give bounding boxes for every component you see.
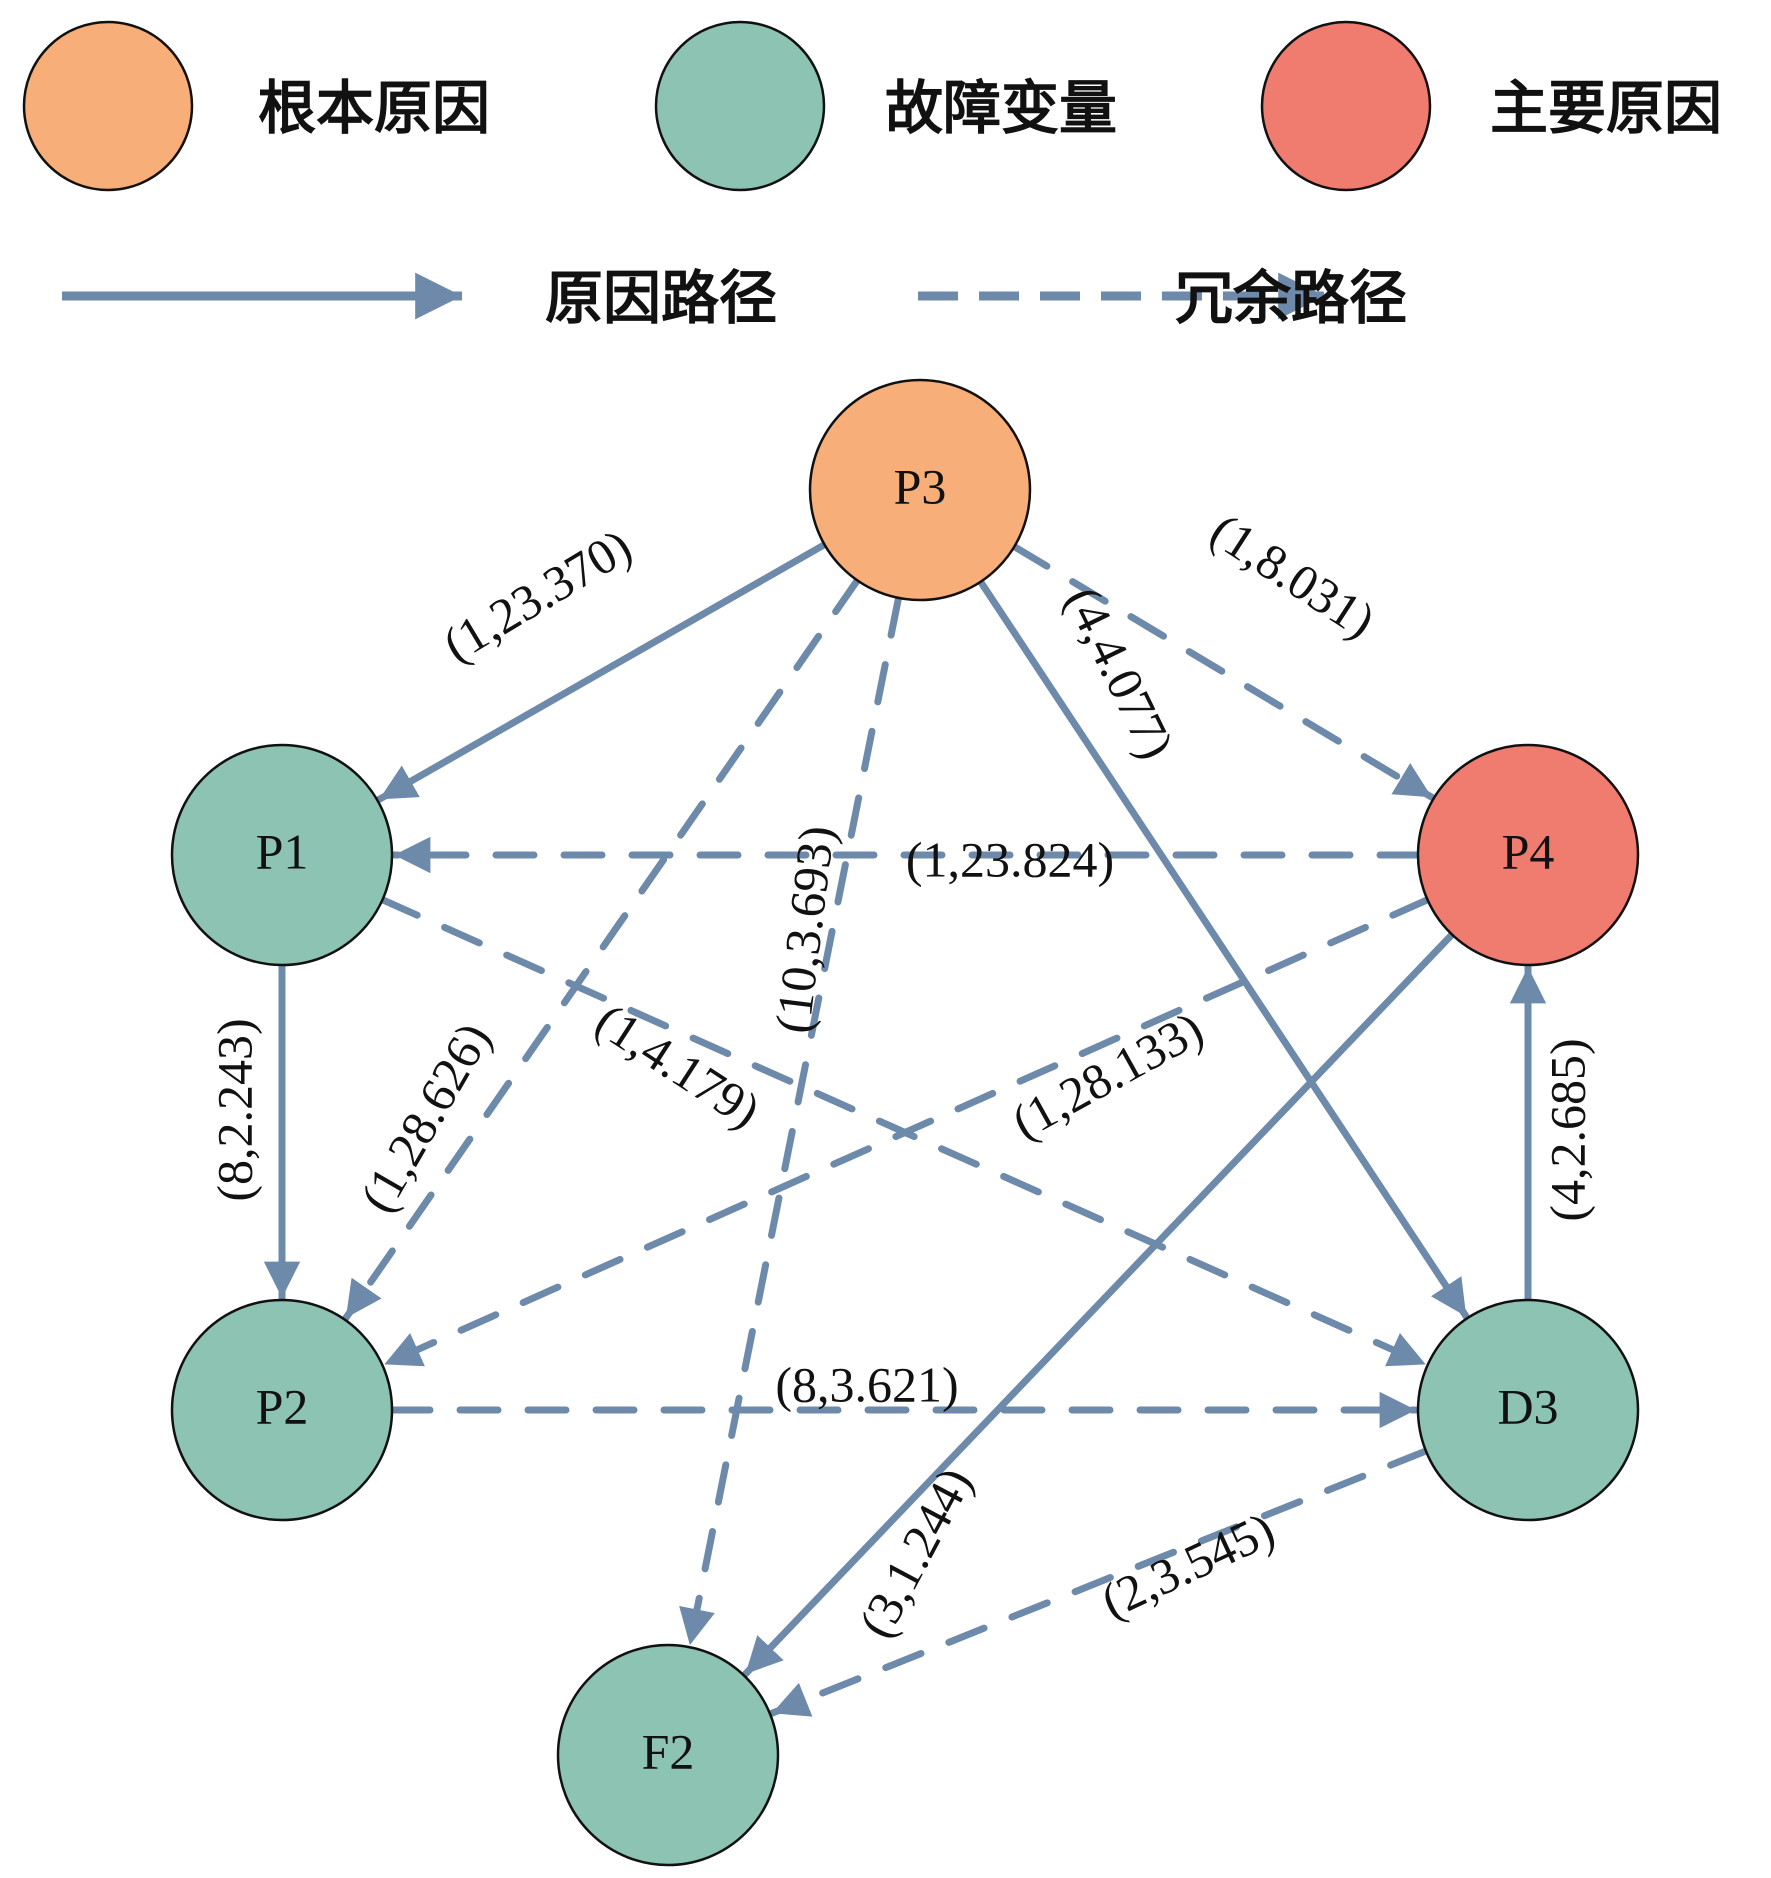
edge-label-p3-to-d3: (4,4.077) [1055,578,1186,767]
node-circle-p1 [170,743,394,967]
edge-label-p1-to-d3: (1,4.179) [586,992,770,1139]
edge-p3-to-d3-cause [977,578,1470,1321]
node-p4: P4 [1416,743,1640,967]
node-label-p1: P1 [256,823,309,879]
node-d3: D3 [1416,1298,1640,1522]
edge-label-p4-to-p1: (1,23.824) [906,831,1114,887]
legend-cause-path-label: 原因路径 [545,264,777,332]
legend-main-cause-label: 主要原因 [1490,74,1722,142]
edge-p4-to-p2-redundant [380,896,1432,1368]
node-circle-p4 [1416,743,1640,967]
node-label-f2: F2 [642,1723,695,1779]
legend: 根本原因 故障变量 主要原因 原因路径 冗余路径 [22,20,1722,332]
legend-root-cause-swatch [22,20,194,192]
legend-main-cause-swatch [1260,20,1432,192]
edge-p3-to-p2-redundant [342,576,861,1322]
legend-fault-variable-label: 故障变量 [885,74,1117,142]
node-label-d3: D3 [1497,1378,1558,1434]
legend-item-main-cause: 主要原因 [1260,20,1722,192]
edge-labels-layer: (1,23.370) (1,8.031)(4,4.077) (1,28.626) (1… [206,502,1595,1647]
edges-layer [263,541,1547,1717]
legend-item-redundant-path: 冗余路径 [918,264,1407,332]
node-p2: P2 [170,1298,394,1522]
edge-d3-to-f2-redundant [768,1447,1430,1717]
edge-p3-to-f2-redundant [679,594,903,1649]
node-circle-f2 [556,1643,780,1867]
node-circle-p2 [170,1298,394,1522]
node-label-p4: P4 [1502,823,1555,879]
edge-p3-to-p1-cause [375,541,829,803]
legend-item-fault-variable: 故障变量 [654,20,1117,192]
edge-label-p2-to-d3: (8,3.621) [775,1356,958,1412]
legend-fault-variable-swatch [654,20,826,192]
legend-item-cause-path: 原因路径 [62,264,777,332]
node-circle-p3 [808,378,1032,602]
legend-redundant-path-label: 冗余路径 [1175,264,1407,332]
node-p3: P3 [808,378,1032,602]
edge-label-p3-to-p4: (1,8.031) [1201,502,1385,649]
edge-label-p3-to-p1: (1,23.370) [433,518,640,673]
edge-label-d3-to-p4: (4,2.685) [1539,1038,1595,1221]
node-circle-d3 [1416,1298,1640,1522]
node-label-p2: P2 [256,1378,309,1434]
edge-label-p3-to-p2: (1,28.626) [349,1013,502,1221]
edge-p4-to-f2-cause [741,931,1456,1678]
legend-root-cause-label: 根本原因 [258,74,490,142]
edge-label-p4-to-f2: (3,1.244) [847,1458,983,1646]
node-label-p3: P3 [894,458,947,514]
node-f2: F2 [556,1643,780,1867]
edge-label-p1-to-p2: (8,2.243) [206,1018,262,1201]
edge-p3-to-p4-redundant [1010,543,1436,801]
node-p1: P1 [170,743,394,967]
edge-label-d3-to-f2: (2,3.545) [1093,1501,1283,1629]
legend-item-root-cause: 根本原因 [22,20,490,192]
